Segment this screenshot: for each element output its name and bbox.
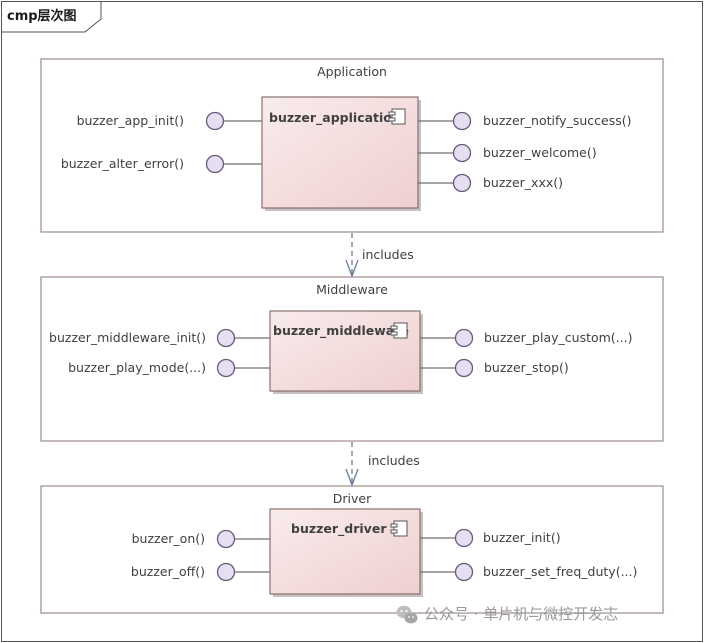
interface-label: buzzer_set_freq_duty(...) <box>483 564 637 579</box>
dependency-arrowhead <box>345 259 359 278</box>
frame-tab <box>1 1 102 33</box>
interface-right[interactable]: buzzer_play_custom(...) <box>420 328 632 348</box>
dependency-label: includes <box>362 247 414 262</box>
interface-circle[interactable] <box>452 173 472 193</box>
component-buzzer_driver[interactable]: buzzer_driver <box>269 508 423 597</box>
package-application[interactable]: Application buzzer_application buzzer_app_… <box>40 58 664 233</box>
interface-left[interactable]: buzzer_play_mode(...) <box>68 358 270 378</box>
interface-label: buzzer_notify_success() <box>483 113 631 128</box>
interface-circle[interactable] <box>205 154 225 174</box>
interface-label: buzzer_on() <box>132 531 205 546</box>
watermark-text: 公众号 · 单片机与微控开发志 <box>424 605 618 623</box>
interface-label: buzzer_app_init() <box>77 113 184 128</box>
interface-label: buzzer_play_custom(...) <box>484 330 632 345</box>
interface-right[interactable]: buzzer_stop() <box>420 358 569 378</box>
package-middleware[interactable]: Middleware buzzer_middleware buzzer_middle… <box>40 276 664 442</box>
component-buzzer_application[interactable]: buzzer_application <box>261 96 421 211</box>
interface-right[interactable]: buzzer_init() <box>420 528 561 548</box>
interface-label: buzzer_middleware_init() <box>49 330 206 345</box>
interface-left[interactable]: buzzer_off() <box>131 562 270 582</box>
component-name: buzzer_driver <box>291 521 387 537</box>
interface-circle[interactable] <box>216 358 236 378</box>
package-title: Application <box>317 64 387 79</box>
dependency-application-middleware[interactable]: includes <box>345 233 414 278</box>
dependency-label: includes <box>368 453 420 468</box>
frame-tab-label: cmp层次图 <box>7 8 77 24</box>
interface-circle[interactable] <box>205 111 225 131</box>
interface-circle[interactable] <box>452 143 472 163</box>
interface-label: buzzer_welcome() <box>483 145 597 160</box>
interface-left[interactable]: buzzer_app_init() <box>77 111 262 131</box>
package-title: Driver <box>333 491 372 506</box>
component-buzzer_middleware[interactable]: buzzer_middleware <box>269 310 423 394</box>
dependency-middleware-driver[interactable]: includes <box>345 442 420 487</box>
interface-circle[interactable] <box>216 529 236 549</box>
wechat-icon <box>396 605 418 624</box>
watermark: 公众号 · 单片机与微控开发志 <box>396 605 618 624</box>
interface-circle[interactable] <box>216 328 236 348</box>
interface-label: buzzer_xxx() <box>483 175 563 190</box>
interface-left[interactable]: buzzer_middleware_init() <box>49 328 270 348</box>
interface-circle[interactable] <box>216 562 236 582</box>
dependencies-layer: includes includes <box>345 233 420 487</box>
packages-layer: Application buzzer_application buzzer_app_… <box>40 58 664 614</box>
component-name: buzzer_application <box>269 110 401 126</box>
interface-right[interactable]: buzzer_notify_success() <box>418 111 631 131</box>
interface-label: buzzer_play_mode(...) <box>68 360 206 375</box>
component-icon <box>388 108 406 125</box>
interface-right[interactable]: buzzer_set_freq_duty(...) <box>420 562 637 582</box>
interface-label: buzzer_alter_error() <box>61 156 184 171</box>
component-name: buzzer_middleware <box>273 323 409 339</box>
interface-circle[interactable] <box>454 562 474 582</box>
interface-label: buzzer_stop() <box>484 360 569 375</box>
package-title: Middleware <box>316 282 388 297</box>
interface-right[interactable]: buzzer_welcome() <box>418 143 597 163</box>
interface-right[interactable]: buzzer_xxx() <box>418 173 563 193</box>
interface-circle[interactable] <box>454 328 474 348</box>
component-icon <box>390 520 408 537</box>
interface-label: buzzer_init() <box>483 530 561 545</box>
dependency-arrowhead <box>345 468 359 487</box>
component-icon <box>390 322 408 339</box>
package-driver[interactable]: Driver buzzer_driver buzzer_on() buzzer_off… <box>40 485 664 614</box>
interface-circle[interactable] <box>454 358 474 378</box>
interface-left[interactable]: buzzer_on() <box>132 529 270 549</box>
interface-left[interactable]: buzzer_alter_error() <box>61 154 262 174</box>
interface-circle[interactable] <box>454 528 474 548</box>
interface-circle[interactable] <box>452 111 472 131</box>
interface-label: buzzer_off() <box>131 564 205 579</box>
